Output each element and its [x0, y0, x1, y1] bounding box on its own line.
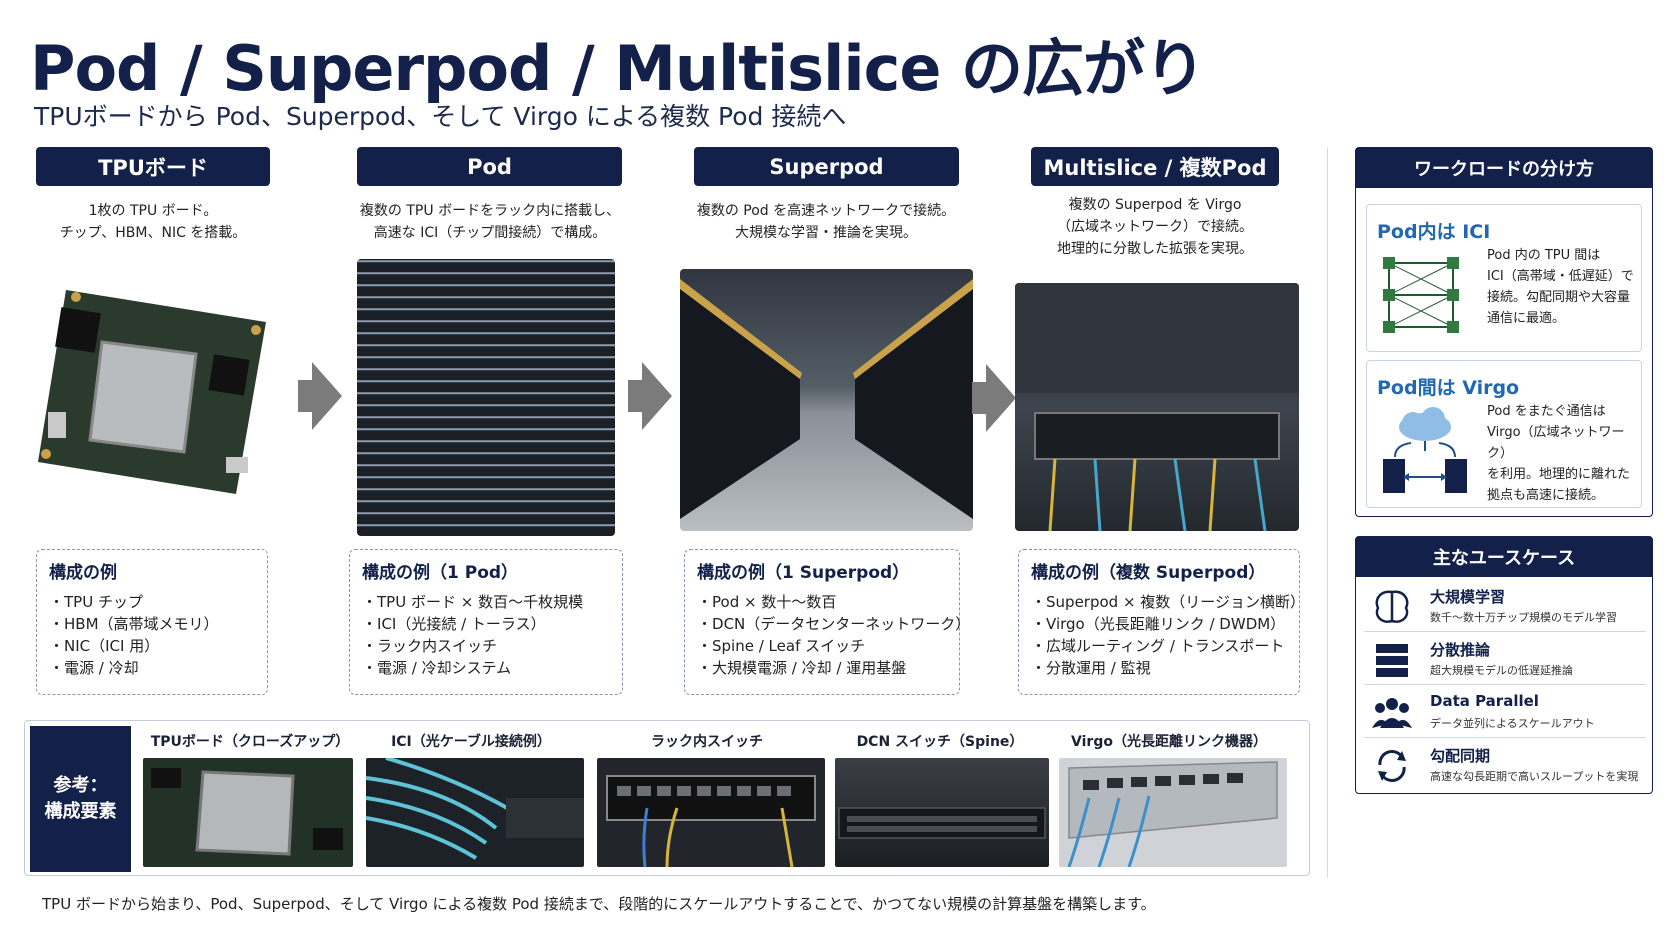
usecase-desc: 数千〜数十万チップ規模のモデル学習: [1430, 611, 1617, 624]
reference-caption: Virgo（光長距離リンク機器）: [1071, 734, 1267, 750]
reference-caption: TPUボード（クローズアップ）: [150, 734, 350, 750]
example-item: NIC（ICI 用）: [49, 635, 255, 657]
reference-caption: DCN スイッチ（Spine）: [856, 734, 1024, 750]
example-item: 電源 / 冷却: [49, 657, 255, 679]
mesh-network-icon: [1381, 255, 1461, 335]
example-item: 大規模電源 / 冷却 / 運用基盤: [697, 657, 947, 679]
example-item: 電源 / 冷却システム: [362, 657, 610, 679]
workload-card-virgo: Pod間は Virgo Pod をまたぐ通信は Virgo（広域ネットワーク） …: [1366, 360, 1642, 508]
stage-desc-tpu-board: 1枚の TPU ボード。 チップ、HBM、NIC を搭載。: [59, 203, 247, 241]
usecase-item: 分散推論 超大規模モデルの低遅延推論: [1364, 632, 1646, 685]
multislice-switch-photo: [1015, 283, 1299, 531]
cloud-network-icon: [1375, 405, 1475, 495]
workload-card-title: Pod内は ICI: [1377, 221, 1491, 243]
stage-header-pod: Pod: [357, 147, 622, 186]
example-box-pod: 構成の例（1 Pod） TPU ボード × 数百〜千枚規模 ICI（光接続 / …: [349, 549, 623, 695]
footer-text: TPU ボードから始まり、Pod、Superpod、そして Virgo による複…: [42, 895, 1156, 913]
reference-virgo-equipment-image: [1059, 758, 1287, 867]
example-item: 分散運用 / 監視: [1031, 657, 1287, 679]
example-item: Pod × 数十〜数百: [697, 591, 947, 613]
example-title: 構成の例（複数 Superpod）: [1031, 563, 1266, 583]
pod-rack-photo: [357, 259, 615, 536]
workload-card-ici: Pod内は ICI Pod 内の TPU 間は ICI（高帯域・低遅延）で 接続…: [1366, 204, 1642, 352]
usecase-item: 大規模学習 数千〜数十万チップ規模のモデル学習: [1364, 579, 1646, 632]
sync-icon: [1372, 747, 1412, 785]
example-item: Virgo（光長距離リンク / DWDM）: [1031, 613, 1287, 635]
people-group-icon: [1372, 694, 1412, 732]
workload-panel: ワークロードの分け方 Pod内は ICI Pod 内の TPU 間は ICI（高…: [1355, 147, 1653, 517]
right-arrow-icon: [972, 364, 1016, 432]
superpod-hall-photo: [680, 269, 973, 531]
page-subtitle: TPUボードから Pod、Superpod、そして Virgo による複数 Po…: [34, 102, 847, 131]
usecase-title: 分散推論: [1430, 641, 1491, 659]
stage-desc-multislice: 複数の Superpod を Virgo （広域ネットワーク）で接続。 地理的に…: [1057, 197, 1253, 257]
page-title: Pod / Superpod / Multislice の広がり: [30, 32, 1206, 105]
stage-desc-pod: 複数の TPU ボードをラック内に搭載し、 高速な ICI（チップ間接続）で構成…: [359, 203, 621, 241]
example-item: ICI（光接続 / トーラス）: [362, 613, 610, 635]
divider: [1327, 148, 1328, 878]
stage-desc-superpod: 複数の Pod を高速ネットワークで接続。 大規模な学習・推論を実現。: [696, 203, 956, 241]
workload-card-title: Pod間は Virgo: [1377, 377, 1520, 399]
example-title: 構成の例（1 Superpod）: [697, 563, 910, 583]
stage-header-multislice: Multislice / 複数Pod: [1031, 147, 1279, 186]
example-title: 構成の例（1 Pod）: [362, 563, 519, 583]
reference-dcn-switch-image: [835, 758, 1049, 867]
example-box-tpu-board: 構成の例 TPU チップ HBM（高帯域メモリ） NIC（ICI 用） 電源 /…: [36, 549, 268, 695]
usecase-title: 大規模学習: [1430, 588, 1506, 606]
example-item: HBM（高帯域メモリ）: [49, 613, 255, 635]
usecase-desc: 超大規模モデルの低遅延推論: [1430, 664, 1573, 677]
reference-caption: ICI（光ケーブル接続例）: [391, 734, 551, 750]
reference-tpu-board-image: [143, 758, 353, 867]
usecase-panel-header: 主なユースケース: [1356, 537, 1652, 577]
workload-card-text: Pod 内の TPU 間は ICI（高帯域・低遅延）で 接続。勾配同期や大容量 …: [1487, 248, 1634, 326]
reference-ici-cable-image: [366, 758, 584, 867]
right-arrow-icon: [298, 362, 342, 430]
example-box-multislice: 構成の例（複数 Superpod） Superpod × 複数（リージョン横断）…: [1018, 549, 1305, 695]
example-item: Superpod × 複数（リージョン横断）: [1031, 591, 1305, 613]
usecase-title: Data Parallel: [1430, 692, 1539, 710]
workload-card-text: Pod をまたぐ通信は Virgo（広域ネットワーク） を利用。地理的に離れた …: [1487, 404, 1631, 503]
example-title: 構成の例: [49, 563, 117, 583]
example-item: Spine / Leaf スイッチ: [697, 635, 947, 657]
stage-header-superpod: Superpod: [694, 147, 959, 186]
usecase-item: 勾配同期 高速な勾長距期で高いスループットを実現: [1364, 738, 1646, 791]
reference-caption: ラック内スイッチ: [651, 734, 763, 750]
example-item: TPU ボード × 数百〜千枚規模: [362, 591, 610, 613]
example-item: ラック内スイッチ: [362, 635, 610, 657]
brain-icon: [1372, 588, 1412, 626]
reference-rack-switch-image: [597, 758, 825, 867]
usecase-title: 勾配同期: [1430, 747, 1491, 765]
example-item: DCN（データセンターネットワーク）: [697, 613, 970, 635]
stage-header-tpu-board: TPUボード: [36, 147, 270, 186]
example-box-superpod: 構成の例（1 Superpod） Pod × 数十〜数百 DCN（データセンター…: [684, 549, 970, 695]
usecase-item: Data Parallel データ並列によるスケールアウト: [1364, 685, 1646, 738]
usecase-desc: 高速な勾長距期で高いスループットを実現: [1430, 770, 1639, 783]
server-stack-icon: [1372, 641, 1412, 679]
tpu-board-photo: [36, 282, 268, 502]
workload-panel-header: ワークロードの分け方: [1356, 148, 1652, 188]
reference-label: 参考： 構成要素: [30, 726, 131, 872]
reference-panel: 参考： 構成要素 TPUボード（クローズアップ） ICI（光ケーブル接続例） ラ…: [24, 720, 1310, 876]
usecase-desc: データ並列によるスケールアウト: [1430, 717, 1595, 730]
example-item: 広域ルーティング / トランスポート: [1031, 635, 1287, 657]
example-item: TPU チップ: [49, 591, 255, 613]
usecase-panel: 主なユースケース 大規模学習 数千〜数十万チップ規模のモデル学習 分散推論 超大…: [1355, 536, 1653, 794]
right-arrow-icon: [628, 362, 672, 430]
